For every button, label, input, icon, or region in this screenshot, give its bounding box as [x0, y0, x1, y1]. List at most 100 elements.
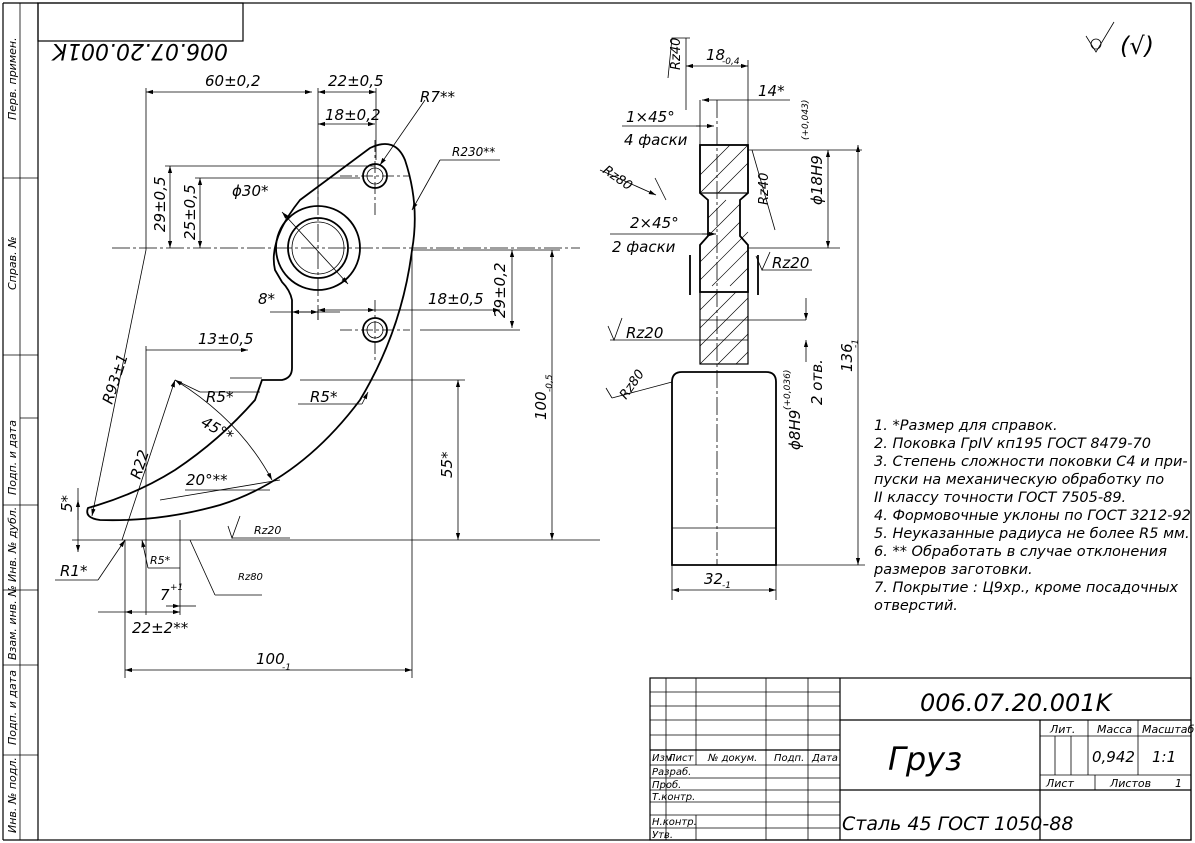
dim-18-section-tol: -0,4: [722, 57, 740, 67]
roughness-rz40a: Rz40: [669, 38, 684, 70]
roughness-rz80-front: Rz80: [238, 572, 263, 583]
row-label-4: Утв.: [652, 830, 673, 841]
note-line-5: 4. Формовочные уклоны по ГОСТ 3212-92: [874, 508, 1191, 524]
side-label-5: Подп. и дата: [6, 670, 19, 745]
title-designation: 006.07.20.001K: [920, 689, 1114, 717]
col-label-4: Дата: [811, 753, 838, 764]
dim-14: 14*: [758, 82, 785, 100]
dim-r93: R93±1: [99, 352, 132, 407]
dim-100a-tol: -1: [282, 663, 291, 673]
note-line-6: 5. Неуказанные радиуса не более R5 мм.: [874, 526, 1190, 542]
side-label-4: Взам. инв. №: [6, 585, 19, 660]
note-line-2: 3. Степень сложности поковки С4 и при-: [874, 454, 1188, 470]
dim-8: 8*: [258, 290, 276, 308]
dim-phi18: ϕ18H9: [808, 155, 826, 205]
dim-136-tol: -1: [851, 339, 861, 348]
roughness-rz80b: Rz80: [617, 367, 648, 402]
sheet-label: Лист: [1045, 777, 1074, 790]
mass-label: Масса: [1097, 723, 1132, 736]
dim-r5a: R5*: [206, 388, 234, 406]
row-label-3: Н.контр.: [652, 817, 697, 828]
dim-phi8: ϕ8H9: [786, 410, 804, 450]
mirror-number-box: 006.07.20.001K: [37, 2, 244, 63]
dim-20: 20°**: [186, 471, 228, 489]
side-label-2: Подп. и дата: [6, 420, 19, 495]
dim-r7: R7**: [420, 88, 455, 106]
title-material: Сталь 45 ГОСТ 1050-88: [842, 813, 1073, 835]
roughness-general-label: (√): [1120, 32, 1154, 60]
col-label-1: Лист: [667, 753, 695, 764]
dim-22: 22±0,5: [328, 72, 384, 90]
roughness-rz40b: Rz40: [757, 173, 772, 205]
col-label-3: Подп.: [774, 753, 804, 764]
dim-7: 7: [160, 586, 170, 604]
side-label-1: Справ. №: [6, 236, 19, 290]
title-name: Груз: [888, 740, 962, 778]
side-label-6: Инв. № подл.: [6, 757, 19, 833]
note-line-1: 2. Поковка ГрIV кп195 ГОСТ 8479-70: [874, 436, 1151, 452]
sheets-value: 1: [1175, 777, 1182, 790]
dim-32-tol: -1: [722, 581, 731, 591]
note-line-0: 1. *Размер для справок.: [874, 418, 1058, 434]
roughness-rz20b: Rz20: [626, 324, 663, 342]
dim-phi18-tol: (+0,043): [801, 100, 811, 140]
note-line-3: пуски на механическую обработку по: [874, 472, 1164, 488]
scale-value: 1:1: [1152, 748, 1176, 766]
dim-chamfer1: 1×45°: [626, 108, 675, 126]
dim-55: 55*: [438, 451, 456, 478]
row-label-0: Разраб.: [652, 766, 691, 778]
lit-label: Лит.: [1049, 723, 1075, 736]
roughness-general: (√): [1085, 21, 1154, 60]
section-view: Rz40 18 -0,4 1×45° 4 фаски 14* Rz80 Rz40…: [600, 38, 865, 600]
note-line-7: 6. ** Обработать в случае отклонения: [874, 544, 1167, 560]
title-block: 006.07.20.001K Груз Сталь 45 ГОСТ 1050-8…: [649, 677, 1194, 841]
side-stamp: Перв. примен. Справ. № Подп. и дата Инв.…: [2, 2, 38, 841]
dim-29b: 29±0,2: [491, 262, 509, 318]
dim-chamfer2-note: 2 фаски: [612, 238, 676, 256]
dim-18-section: 18: [706, 46, 725, 64]
sheets-label: Листов: [1109, 777, 1151, 790]
dim-25: 25±0,5: [181, 184, 199, 240]
roughness-rz20-front: Rz20: [254, 524, 281, 537]
drawing-frame: [37, 2, 1192, 841]
mass-value: 0,942: [1092, 748, 1135, 766]
side-label-3: Инв. № дубл.: [6, 507, 19, 582]
dim-r5c: R5*: [150, 554, 171, 567]
dim-13: 13±0,5: [198, 330, 254, 348]
dim-60: 60±0,2: [205, 72, 261, 90]
note-line-10: отверстий.: [874, 598, 958, 614]
col-label-2: № докум.: [707, 753, 757, 764]
dim-r5b: R5*: [310, 388, 338, 406]
dim-32: 32: [704, 570, 723, 588]
dim-22b: 22±2**: [132, 619, 189, 637]
dim-chamfer1-note: 4 фаски: [624, 131, 688, 149]
dim-100a: 100: [256, 650, 285, 668]
dim-18a: 18±0,2: [325, 106, 381, 124]
col-label-0: Изм: [652, 753, 673, 764]
note-line-4: II классу точности ГОСТ 7505-89.: [874, 490, 1126, 506]
row-label-2: Т.контр.: [652, 792, 695, 803]
note-line-8: размеров заготовки.: [873, 562, 1033, 578]
dim-100b-tol: -0,5: [545, 374, 555, 392]
dim-7-tol: +1: [170, 583, 183, 593]
dim-45: 45°*: [198, 413, 237, 446]
technical-notes: 1. *Размер для справок. 2. Поковка ГрIV …: [873, 418, 1191, 614]
side-label-0: Перв. примен.: [6, 37, 19, 120]
dim-chamfer2: 2×45°: [630, 214, 679, 232]
dim-18b: 18±0,5: [428, 290, 484, 308]
dim-r22: R22: [127, 448, 153, 482]
dim-100b: 100: [532, 391, 550, 420]
roughness-rz80a: Rz80: [600, 163, 635, 194]
front-view: 60±0,2 22±0,5 18±0,2 R7** R230** 29±0,5 …: [55, 72, 600, 678]
scale-label: Масштаб: [1142, 723, 1194, 736]
mirror-number: 006.07.20.001K: [51, 38, 228, 63]
dim-5: 5*: [58, 494, 76, 512]
dim-136: 136: [838, 343, 856, 372]
roughness-rz20a: Rz20: [772, 254, 809, 272]
dim-holes: 2 отв.: [808, 359, 826, 405]
dim-r230: R230**: [452, 145, 495, 159]
dim-29a: 29±0,5: [151, 176, 169, 232]
dim-phi8-tol: (+0,036): [783, 370, 793, 410]
note-line-9: 7. Покрытие : Ц9хр., кроме посадочных: [874, 580, 1179, 596]
